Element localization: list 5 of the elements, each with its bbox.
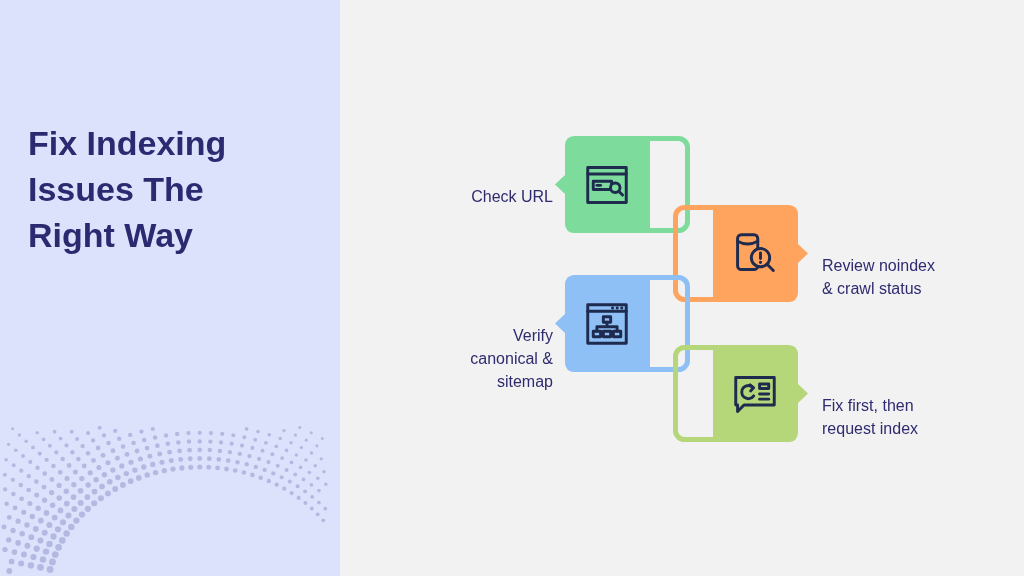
step-label: Fix first, then request index xyxy=(822,395,920,439)
title-heading: Fix Indexing Issues The Right Way xyxy=(28,123,228,256)
step-label: Review noindex & crawl status xyxy=(822,255,936,299)
step-label: Verify canonical & sitemap xyxy=(469,325,553,392)
step-label: Check URL xyxy=(470,186,553,207)
